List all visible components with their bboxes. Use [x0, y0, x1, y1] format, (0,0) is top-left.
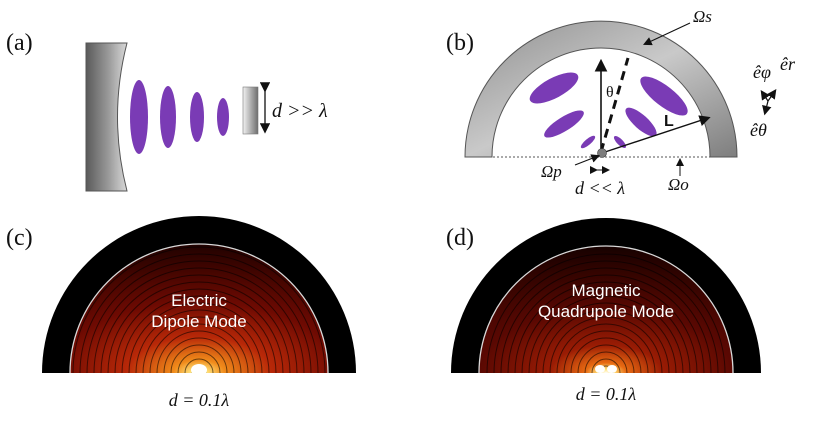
cavity-mode-lobes [130, 80, 229, 154]
curved-mirror [85, 42, 128, 192]
omega-o-label: Ωo [668, 175, 689, 194]
theta-direction-line [599, 57, 630, 153]
field-contour [521, 288, 691, 374]
length-label: L [664, 113, 674, 130]
field-contour [591, 358, 621, 374]
theta-label: θ [606, 84, 614, 101]
mode-lobe [217, 98, 229, 136]
panel-c-caption: d = 0.1λ [169, 390, 230, 410]
panel-b-condition: d << λ [575, 178, 625, 198]
mode-label-line2: Dipole Mode [151, 312, 246, 331]
field-contour [86, 260, 312, 374]
field-contour [128, 302, 270, 374]
panel-a-condition: d >> λ [272, 100, 328, 122]
field-contour [121, 295, 277, 374]
dipole-hotspot [191, 364, 207, 376]
quadrupole-hotspot [595, 365, 605, 373]
hemispherical-shell [464, 20, 738, 158]
aperture-slab [242, 86, 259, 135]
field-contour [556, 323, 656, 374]
e-phi-label: êφ [753, 62, 771, 82]
field-contour [135, 309, 263, 374]
omega-s-label: Ωs [693, 7, 712, 26]
field-contour [114, 288, 284, 374]
mode-lobe [625, 107, 657, 137]
field-contour [142, 316, 256, 374]
mode-lobe [160, 86, 176, 148]
field-contour [570, 337, 642, 374]
cavity-mode-lobes [529, 72, 688, 149]
panel-b-label: (b) [446, 30, 474, 56]
field-contour [177, 351, 221, 374]
field-contour [79, 253, 319, 374]
panel-c: (c) Electric Dipole Mode d = 0.1λ [6, 216, 356, 410]
field-contour [549, 316, 663, 374]
mode-label-line1: Magnetic [572, 281, 641, 300]
field-contour [584, 351, 628, 374]
panel-d: (d) Magnetic Quadrupole Mode d = 0.1λ [446, 218, 761, 404]
field-contour [156, 330, 242, 374]
field-contours [72, 246, 326, 374]
omega-s-leader [643, 22, 691, 46]
panel-b: (b) θ L Ωs Ωp Ωo [446, 7, 796, 198]
field-contour [100, 274, 298, 374]
omega-p-label: Ωp [541, 162, 562, 181]
field-contour [563, 330, 649, 374]
mode-lobe [640, 76, 688, 116]
shell-boundary [478, 245, 734, 374]
field-contour [72, 246, 326, 374]
field-contour [184, 358, 214, 374]
panel-c-label: (c) [6, 225, 33, 251]
field-contour [500, 267, 712, 374]
field-contour [528, 295, 684, 374]
mode-lobe [190, 92, 204, 142]
field-contour [577, 344, 635, 374]
mode-label-line1: Electric [171, 291, 227, 310]
panel-d-caption: d = 0.1λ [576, 384, 637, 404]
mode-lobe [613, 135, 627, 149]
radius-arrow [601, 115, 711, 154]
mode-label-line2: Quadrupole Mode [538, 302, 674, 321]
mode-lobe [544, 110, 584, 138]
field-map [70, 244, 328, 373]
field-contour [535, 302, 677, 374]
unit-vector-triad [760, 89, 777, 116]
e-r-arrow [766, 89, 777, 102]
field-contour [542, 309, 670, 374]
e-theta-label: êθ [750, 120, 767, 140]
field-contour [170, 344, 228, 374]
dipole-source [597, 148, 607, 158]
field-contour [107, 281, 291, 374]
field-contour [93, 267, 305, 374]
mode-lobe [580, 135, 596, 149]
panel-d-label: (d) [446, 225, 474, 251]
shell-boundary [69, 243, 329, 374]
e-phi-arrow [760, 90, 770, 102]
mode-lobe [130, 80, 148, 154]
e-theta-arrow [762, 100, 772, 116]
field-contour [149, 323, 249, 374]
field-contour [514, 281, 698, 374]
field-contour [163, 337, 235, 374]
omega-p-leader [574, 154, 601, 166]
panel-a-label: (a) [6, 30, 33, 56]
e-r-label: êr [780, 54, 796, 74]
quadrupole-hotspot [607, 365, 617, 373]
panel-a: (a) d >> λ [6, 30, 328, 192]
mode-lobe [529, 72, 579, 104]
field-contour [486, 253, 726, 374]
field-contour [507, 274, 705, 374]
field-contour [493, 260, 719, 374]
